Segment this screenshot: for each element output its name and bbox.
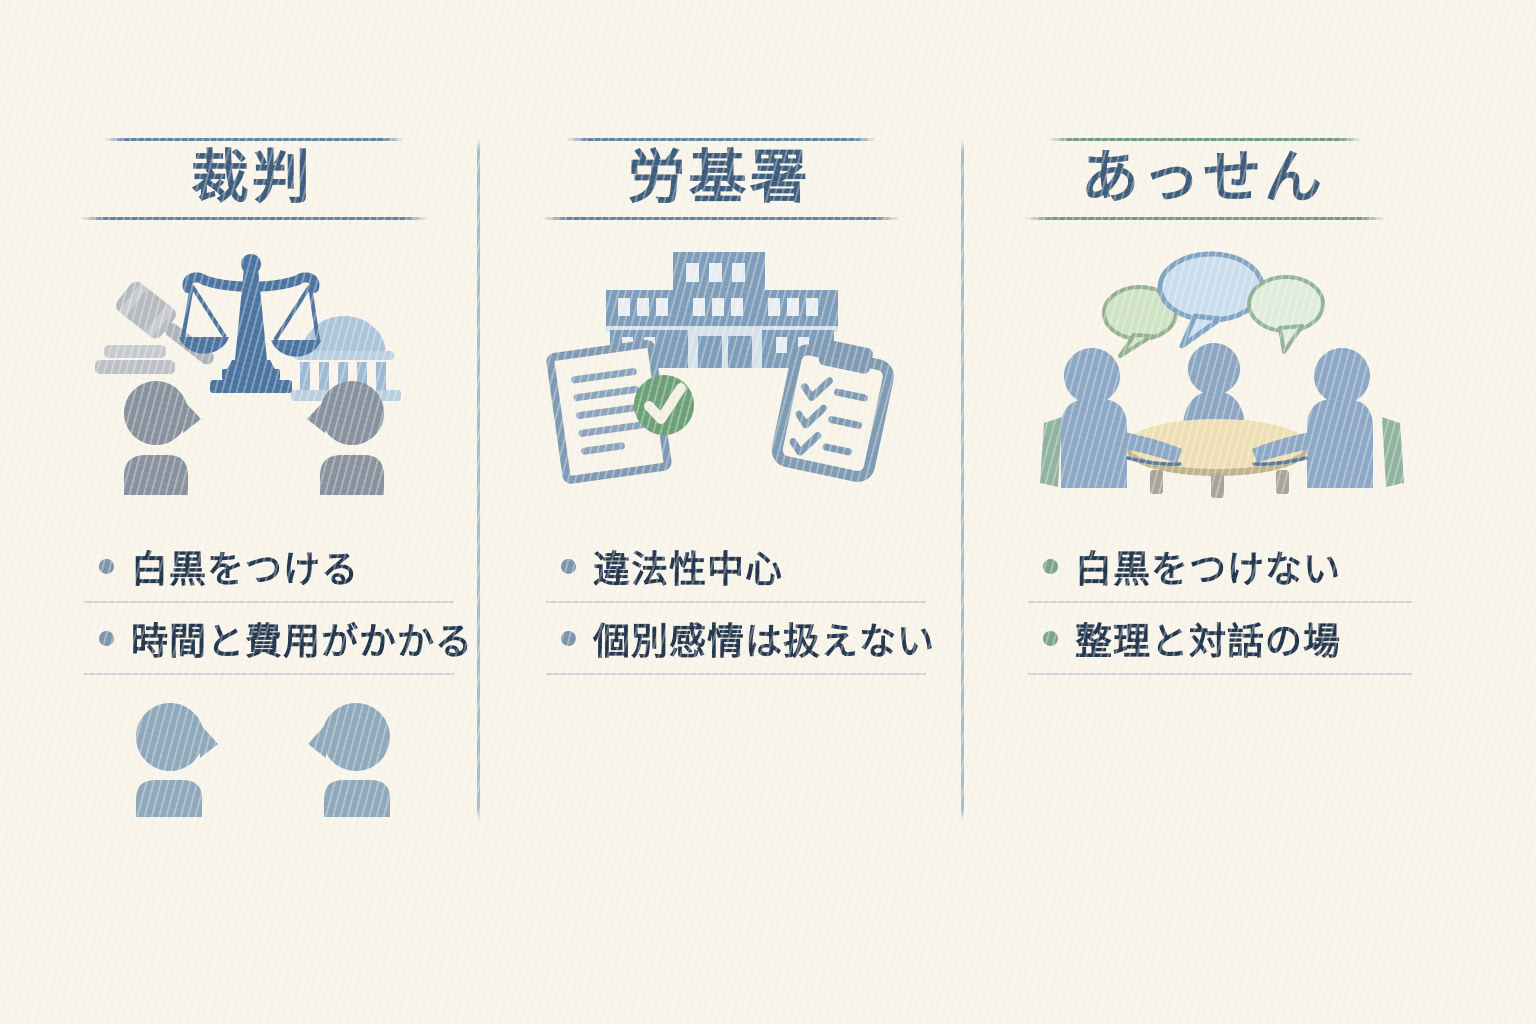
mediation-scene-icon — [1030, 242, 1420, 507]
two-facing-profiles-icon — [118, 692, 408, 822]
two-facing-profiles-icon — [124, 381, 384, 495]
bullet-dot — [1043, 630, 1058, 646]
bullet-text: 時間と費用がかかる — [131, 621, 473, 662]
column-title: あっせん — [1080, 145, 1325, 210]
bullet-item: 整理と対話の場 — [1028, 603, 1412, 675]
bullet-dot — [99, 558, 114, 574]
bullet-text: 白黒をつける — [131, 549, 359, 590]
bullet-item: 白黒をつけない — [1028, 531, 1412, 603]
column-divider — [477, 138, 480, 822]
gavel-icon — [95, 281, 214, 374]
bullet-item: 個別感情は扱えない — [546, 603, 934, 675]
bullet-item: 違法性中心 — [546, 531, 926, 603]
header-top-rule — [1048, 138, 1362, 141]
column-title: 労基署 — [627, 145, 811, 210]
clipboard-checklist-icon — [771, 339, 894, 482]
header-bottom-rule — [1024, 217, 1386, 220]
bullet-dot — [561, 558, 576, 574]
three-people-round-table-icon — [1040, 343, 1404, 498]
check-circle-icon — [634, 375, 694, 435]
document-icon — [546, 340, 672, 484]
labor-office-scene-icon — [540, 230, 925, 495]
bullet-dot — [1043, 558, 1058, 574]
scales-of-justice-icon — [179, 254, 321, 393]
column-saiban: 裁判 — [78, 0, 472, 1024]
bullet-text: 白黒をつけない — [1075, 549, 1341, 590]
bullet-list: 白黒をつけない 整理と対話の場 — [1028, 531, 1412, 675]
bullet-text: 違法性中心 — [593, 549, 783, 590]
column-assen: あっせん — [1022, 0, 1414, 1024]
column-divider — [961, 138, 964, 822]
column-roukisho: 労基署 — [540, 0, 934, 1024]
header-top-rule — [104, 138, 404, 141]
justice-scene-icon — [86, 250, 426, 525]
bullet-list: 違法性中心 個別感情は扱えない — [546, 531, 934, 675]
header-bottom-rule — [80, 217, 428, 220]
speech-bubbles-icon — [1102, 251, 1325, 358]
bullet-dot — [99, 630, 114, 646]
bullet-item: 時間と費用がかかる — [84, 603, 472, 675]
bullet-text: 個別感情は扱えない — [593, 621, 935, 662]
bullet-item: 白黒をつける — [84, 531, 454, 603]
bullet-list: 白黒をつける 時間と費用がかかる — [84, 531, 472, 675]
government-building-icon — [606, 252, 838, 368]
header-bottom-rule — [542, 217, 900, 220]
column-title: 裁判 — [190, 145, 313, 210]
bullet-dot — [561, 630, 576, 646]
bullet-text: 整理と対話の場 — [1075, 621, 1341, 662]
header-top-rule — [566, 138, 876, 141]
